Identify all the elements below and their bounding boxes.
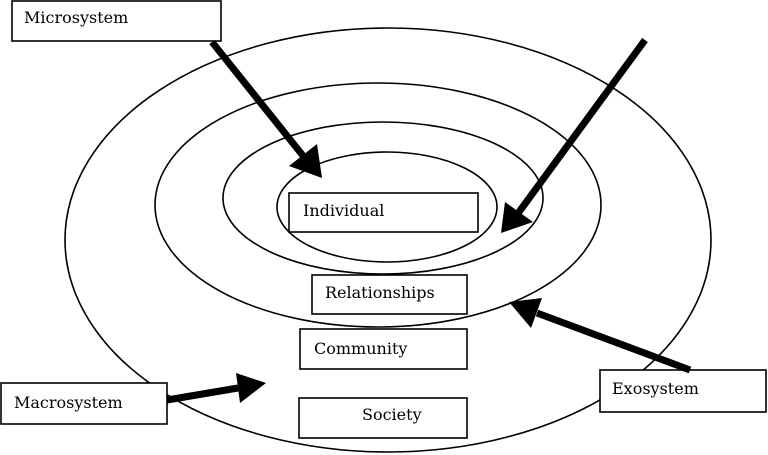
- system-macrosystem-box: [0, 382, 168, 425]
- ring-outer: [64, 27, 712, 453]
- layer-society-label: Society: [362, 405, 422, 424]
- ring-inner: [276, 151, 498, 263]
- system-macrosystem-label: Macrosystem: [14, 393, 123, 412]
- layer-society: Society: [298, 397, 468, 439]
- layer-society-box: [298, 397, 468, 439]
- arrow-exosystem-head: [509, 298, 542, 328]
- ring-second: [222, 121, 544, 275]
- system-exosystem: Exosystem: [599, 369, 767, 413]
- layer-community-label: Community: [314, 339, 407, 358]
- arrow-exosystem-shaft: [535, 309, 692, 374]
- arrow-microsystem: [209, 39, 322, 178]
- system-microsystem: Microsystem: [11, 0, 222, 42]
- arrow-upper-right-head: [501, 202, 533, 233]
- arrow-macrosystem-head: [236, 373, 266, 403]
- layer-community-box: [299, 328, 468, 370]
- layer-individual-box: [288, 192, 479, 233]
- arrow-upper-right-shaft: [516, 37, 648, 215]
- layer-community: Community: [299, 328, 468, 370]
- system-microsystem-label: Microsystem: [24, 8, 128, 27]
- layer-individual: Individual: [288, 192, 479, 233]
- ring-third: [154, 82, 602, 328]
- system-microsystem-box: [11, 0, 222, 42]
- arrow-exosystem: [509, 298, 692, 374]
- arrow-upper-right: [501, 37, 648, 233]
- arrow-microsystem-shaft: [209, 39, 307, 160]
- layer-relationships-box: [311, 274, 468, 315]
- layer-individual-label: Individual: [303, 201, 384, 220]
- arrow-microsystem-head: [289, 144, 322, 178]
- system-macrosystem: Macrosystem: [0, 382, 168, 425]
- layer-relationships: Relationships: [311, 274, 468, 315]
- system-exosystem-box: [599, 369, 767, 413]
- arrow-macrosystem: [166, 373, 266, 404]
- layer-relationships-label: Relationships: [325, 283, 435, 302]
- system-exosystem-label: Exosystem: [612, 379, 699, 398]
- arrow-macrosystem-shaft: [166, 384, 239, 404]
